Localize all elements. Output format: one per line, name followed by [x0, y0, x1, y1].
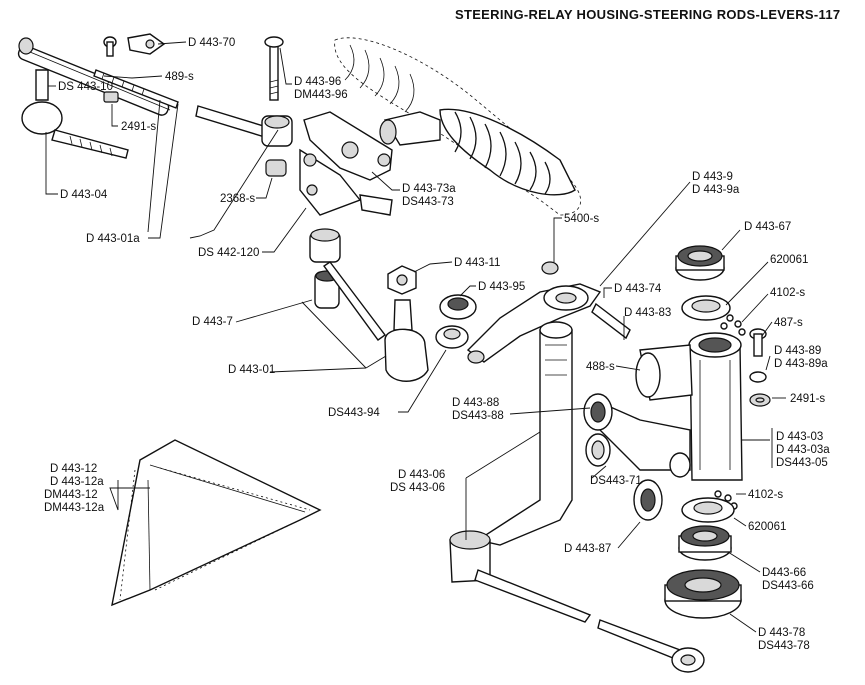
leader-lines: [45, 41, 786, 633]
label-d443-01a: D 443-01a: [86, 233, 140, 245]
label-d443-89: D 443-89: [774, 345, 821, 357]
label-ds443-71: DS443-71: [590, 475, 642, 487]
label-2491-s-left: 2491-s: [121, 121, 156, 133]
label-d443-88: D 443-88: [452, 397, 499, 409]
label-d443-74: D 443-74: [614, 283, 662, 295]
label-ds443-73: DS443-73: [402, 196, 454, 208]
part-labels: D 443-70 489-s DS 443-10 2491-s D 443-04…: [44, 37, 830, 652]
steering-arm: [466, 283, 631, 364]
label-ds443-66: DS443-66: [762, 580, 814, 592]
label-2491-s-right: 2491-s: [790, 393, 825, 405]
label-d443-70: D 443-70: [188, 37, 235, 49]
right-bolt-washers: [749, 328, 771, 407]
lower-bearing-stack: [664, 490, 742, 619]
relay-lever-arm: [195, 36, 293, 177]
label-489-s: 489-s: [165, 71, 194, 83]
page-title: STEERING-RELAY HOUSING-STEERING RODS-LEV…: [455, 7, 841, 22]
upper-nut-bearing: [675, 245, 746, 336]
label-d443-95: D 443-95: [478, 281, 525, 293]
label-d443-83: D 443-83: [624, 307, 671, 319]
label-620061-top: 620061: [770, 254, 808, 266]
label-d443-66: D443-66: [762, 567, 806, 579]
washers-ds443-71: [585, 433, 663, 521]
label-d443-01: D 443-01: [228, 364, 275, 376]
label-dm443-12a: DM443-12a: [44, 502, 105, 514]
label-ds442-120: DS 442-120: [198, 247, 259, 259]
label-d443-03: D 443-03: [776, 431, 823, 443]
label-d443-03a: D 443-03a: [776, 444, 830, 456]
label-2368-s: 2368-s: [220, 193, 255, 205]
washers-d443-95: [435, 261, 559, 349]
label-487-s: 487-s: [774, 317, 803, 329]
label-d443-96: D 443-96: [294, 76, 341, 88]
relay-housing: [583, 332, 743, 481]
label-488-s: 488-s: [586, 361, 615, 373]
label-d443-89a: D 443-89a: [774, 358, 828, 370]
label-4102-s-bottom: 4102-s: [748, 489, 783, 501]
label-5400-s: 5400-s: [564, 213, 599, 225]
label-ds443-78: DS443-78: [758, 640, 810, 652]
label-d443-11: D 443-11: [454, 257, 500, 269]
label-d443-67: D 443-67: [744, 221, 791, 233]
label-d443-7: D 443-7: [192, 316, 233, 328]
label-d443-04: D 443-04: [60, 189, 108, 201]
idler-bracket: [299, 111, 393, 216]
label-ds443-06: DS 443-06: [390, 482, 445, 494]
label-dm443-12: DM443-12: [44, 489, 98, 501]
label-d443-12a: D 443-12a: [50, 476, 104, 488]
label-dm443-96: DM443-96: [294, 89, 348, 101]
label-620061-bottom: 620061: [748, 521, 786, 533]
label-ds443-10: DS 443-10: [58, 81, 113, 93]
label-d443-87: D 443-87: [564, 543, 611, 555]
label-d443-73a: D 443-73a: [402, 183, 456, 195]
steering-rack-gaiter: [334, 37, 582, 216]
label-d443-12: D 443-12: [50, 463, 97, 475]
label-d443-78: D 443-78: [758, 627, 805, 639]
label-d443-06: D 443-06: [398, 469, 445, 481]
label-ds443-94: DS443-94: [328, 407, 380, 419]
label-4102-s-top: 4102-s: [770, 287, 805, 299]
idler-shaft-bushings: [309, 228, 429, 382]
tie-rod-end-left: [17, 33, 179, 159]
label-ds443-88: DS443-88: [452, 410, 504, 422]
label-d443-9: D 443-9: [692, 171, 733, 183]
relay-tube-lever: [449, 321, 705, 673]
label-ds443-05: DS443-05: [776, 457, 828, 469]
label-d443-9a: D 443-9a: [692, 184, 740, 196]
mudguard-panel: [111, 439, 322, 607]
